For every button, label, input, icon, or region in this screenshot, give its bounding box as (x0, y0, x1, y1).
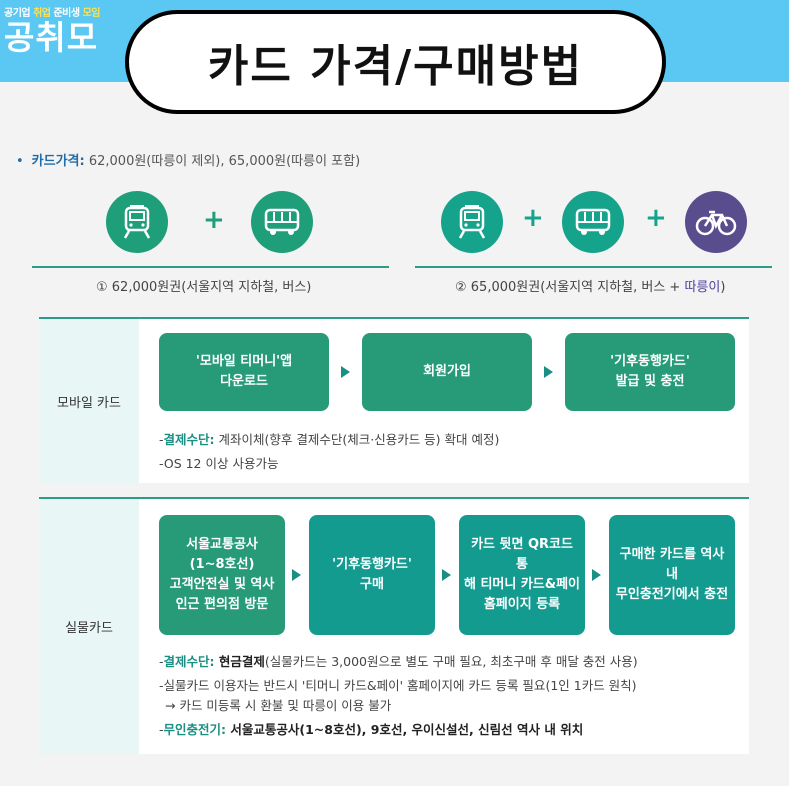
plus-icon: + (203, 205, 225, 235)
subway-icon (441, 191, 503, 253)
mobile-note-payment: -결제수단: 계좌이체(향후 결제수단(체크·신용카드 등) 확대 예정) (159, 432, 500, 447)
mobile-step-download-app: '모바일 티머니'앱 다운로드 (159, 333, 329, 411)
price-text: 62,000원(따릉이 제외), 65,000원(따릉이 포함) (84, 154, 361, 169)
page-title-banner: 카드 가격/구매방법 (125, 10, 666, 114)
mobile-step-signup: 회원가입 (362, 333, 532, 411)
mobile-step-issue-charge: '기후동행카드' 발급 및 충전 (565, 333, 735, 411)
arrow-right-icon (292, 569, 301, 581)
physical-note-unregistered: → 카드 미등록 시 환불 및 따릉이 이용 불가 (165, 698, 392, 713)
subway-icon (106, 191, 168, 253)
physical-note-charger: -무인충전기: 서울교통공사(1~8호선), 9호선, 우이신설선, 신림선 역… (159, 722, 584, 737)
physical-card-label: 실물카드 (39, 499, 139, 754)
physical-note-registration: -실물카드 이용자는 반드시 '티머니 카드&페이' 홈페이지에 카드 등록 필… (159, 678, 637, 693)
option-1-label: ① 62,000원권(서울지역 지하철, 버스) (96, 280, 312, 295)
arrow-right-icon (341, 366, 350, 378)
physical-card-section: 실물카드 서울교통공사 (1~8호선) 고객안전실 및 역사 인근 편의점 방문… (39, 497, 749, 754)
logo: 공기업 취업 준비생 모임 공취모 (4, 4, 116, 64)
physical-step-visit-store: 서울교통공사 (1~8호선) 고객안전실 및 역사 인근 편의점 방문 (159, 515, 285, 635)
page-title: 카드 가격/구매방법 (207, 41, 584, 92)
logo-tagline: 공기업 취업 준비생 모임 (4, 8, 100, 19)
physical-step-charge-machine: 구매한 카드를 역사 내 무인충전기에서 충전 (609, 515, 735, 635)
arrow-right-icon (442, 569, 451, 581)
arrow-right-icon (544, 366, 553, 378)
mobile-note-os: -OS 12 이상 사용가능 (159, 456, 279, 471)
option-2-label: ② 65,000원권(서울지역 지하철, 버스 + 따릉이) (455, 280, 726, 295)
physical-step-buy-card: '기후동행카드' 구매 (309, 515, 435, 635)
plus-icon: + (645, 203, 667, 233)
bullet: • (16, 154, 24, 169)
logo-text: 공취모 (4, 18, 99, 57)
bus-icon (251, 191, 313, 253)
bus-icon (562, 191, 624, 253)
arrow-right-icon (592, 569, 601, 581)
physical-note-payment: -결제수단: 현금결제(실물카드는 3,000원으로 별도 구매 필요, 최초구… (159, 654, 638, 669)
price-label: 카드가격: (31, 154, 85, 169)
mobile-card-section: 모바일 카드 '모바일 티머니'앱 다운로드 회원가입 '기후동행카드' 발급 … (39, 317, 749, 483)
bicycle-icon (685, 191, 747, 253)
mobile-card-label: 모바일 카드 (39, 319, 139, 483)
bike-highlight: 따릉이 (684, 280, 721, 295)
price-summary: • 카드가격: 62,000원(따릉이 제외), 65,000원(따릉이 포함) (16, 150, 360, 169)
divider-option-2 (415, 266, 772, 268)
divider-option-1 (32, 266, 389, 268)
plus-icon: + (522, 203, 544, 233)
physical-step-register-qr: 카드 뒷면 QR코드 통 해 티머니 카드&페이 홈페이지 등록 (459, 515, 585, 635)
